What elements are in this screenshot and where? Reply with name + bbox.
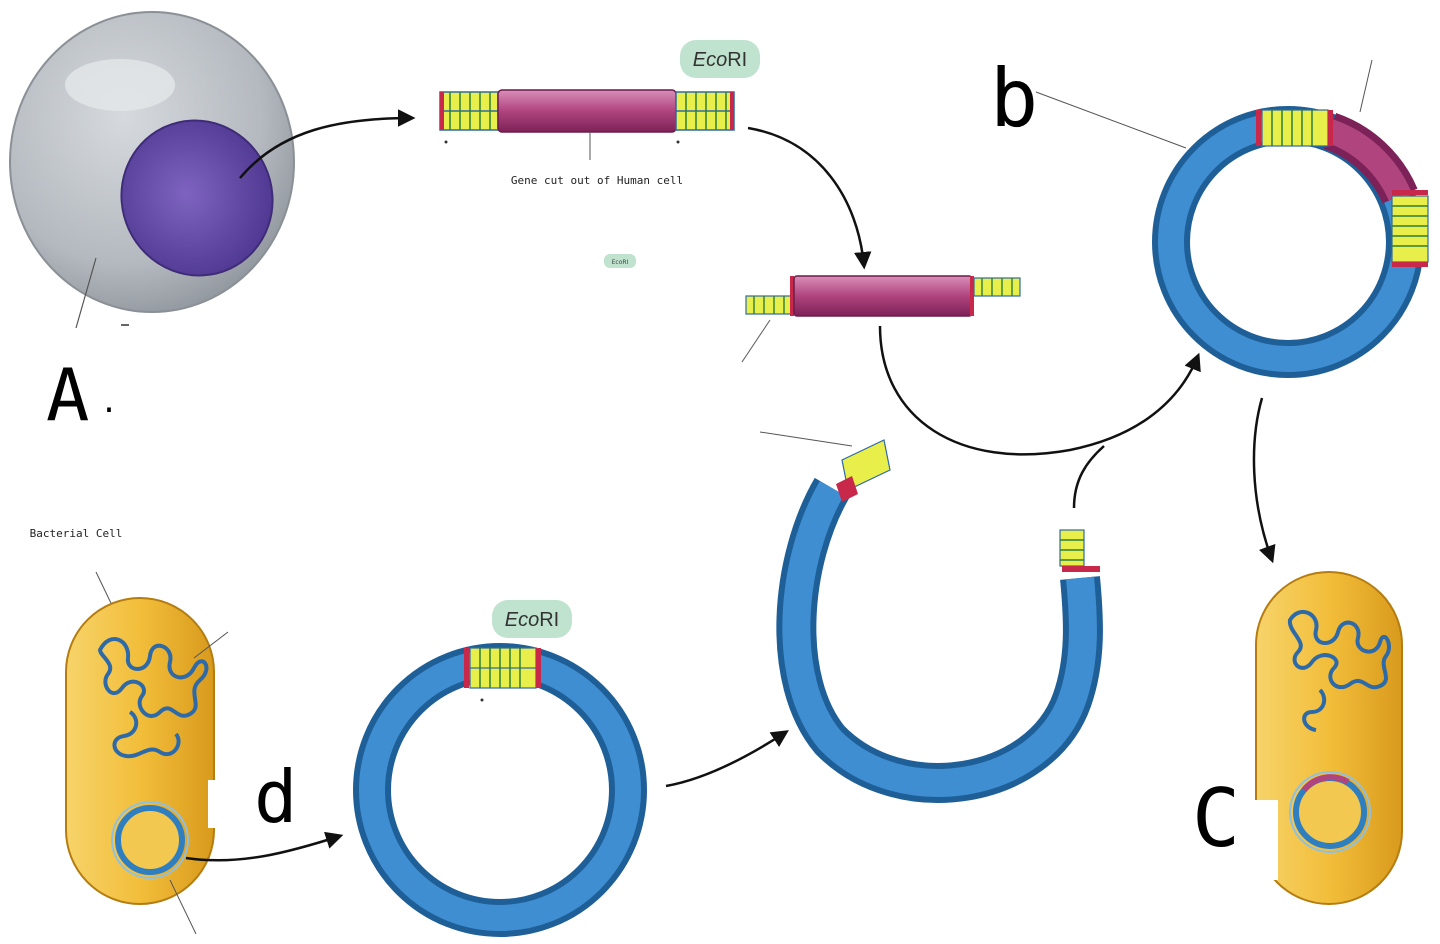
recombinant-plasmid (1035, 59, 1429, 378)
arrow-gene-to-cut (747, 126, 872, 270)
letter-b: b (990, 52, 1038, 145)
letter-d: d (254, 755, 297, 839)
cut-gene-tube (793, 275, 973, 317)
gene-tube (497, 89, 677, 133)
letter-a-dot: . (100, 385, 118, 420)
cut-plasmid-sticky-right (1059, 529, 1100, 572)
arrow-cell-to-gene (239, 109, 416, 179)
bacterial-plasmid (115, 805, 185, 875)
letter-a: A (46, 353, 89, 437)
svg-text:EcoRI: EcoRI (693, 49, 747, 71)
plasmid-sticky-right (1391, 190, 1429, 267)
plasmid-sticky-top (1256, 109, 1333, 147)
human-gene-segment: Gene cut out of Human cell (439, 89, 735, 187)
ecori-bottom-italic: Eco (505, 609, 539, 631)
arrow-recombinant-to-bacterium (1252, 397, 1276, 564)
cut-plasmid (759, 431, 1103, 803)
bacterial-chromosome (97, 637, 209, 759)
arrow-bacterium-to-plasmid (185, 831, 344, 862)
process-arrows (185, 109, 1276, 862)
ecori-badge-small: EcoRI (604, 254, 636, 268)
ecori-bottom-roman: RI (539, 609, 559, 631)
recombinant-chromosome (1287, 609, 1391, 732)
arrow-cut-to-recombinant (878, 325, 1201, 456)
cut-gene-fragment (741, 275, 1021, 363)
cell-pointer-line (75, 257, 97, 329)
bacterial-plasmid-enlarged (353, 643, 647, 937)
gene-caption: Gene cut out of Human cell (511, 174, 683, 187)
svg-text:EcoRI: EcoRI (505, 609, 559, 631)
bacterial-cell-label: Bacterial Cell (30, 527, 123, 540)
recombinant-bacterium (1250, 571, 1403, 905)
ecori-top-roman: RI (727, 49, 747, 71)
ecori-badge-bottom: EcoRI (492, 600, 572, 638)
bacterial-cell: Bacterial Cell (30, 527, 229, 935)
nucleus (120, 119, 274, 277)
cell-highlight (65, 59, 175, 111)
ecori-top-italic: Eco (693, 49, 727, 71)
letter-c: C (1192, 772, 1240, 865)
cut-plasmid-sticky-left (836, 439, 891, 502)
ecori-small-label: EcoRI (612, 259, 629, 266)
arrow-plasmid-to-cut (665, 730, 789, 788)
arrow-ushape-join (1072, 445, 1105, 509)
ecori-badge-top: EcoRI (680, 40, 760, 78)
human-cell (9, 11, 295, 329)
